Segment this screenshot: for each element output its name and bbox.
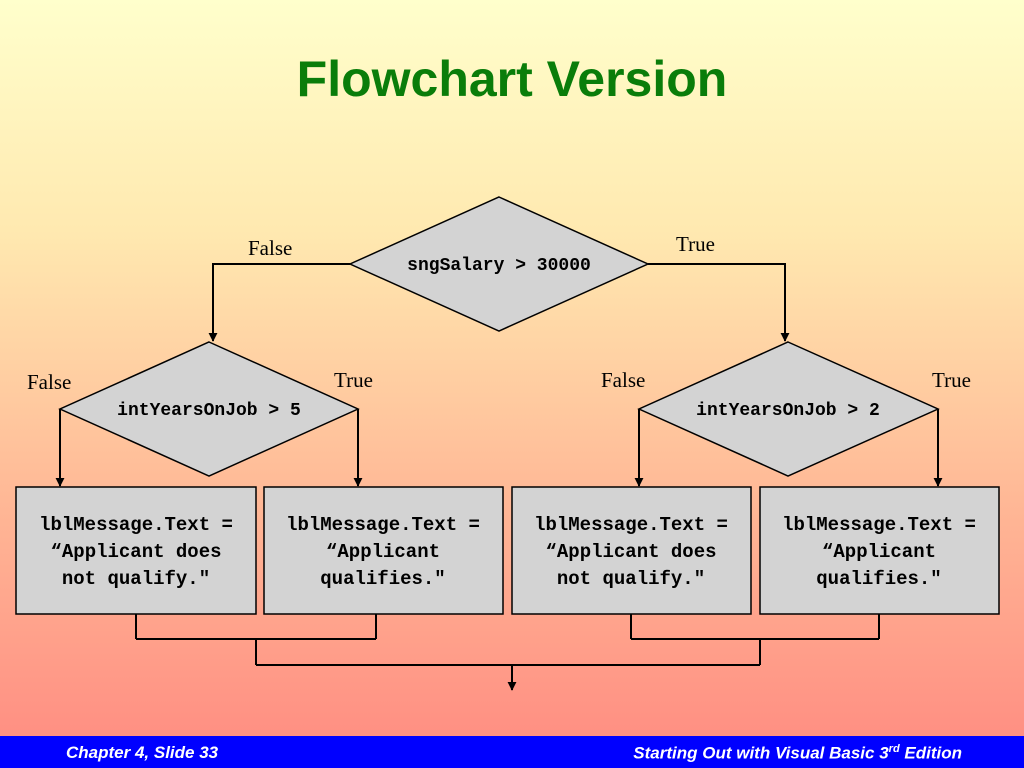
connectors: [55, 263, 943, 691]
decision-years-over-5: intYearsOnJob > 5: [58, 341, 360, 477]
decision-diamond: [637, 341, 940, 477]
footer-book-title-end: Edition: [899, 743, 962, 763]
process-line-2: “Applicant does: [50, 541, 221, 563]
label-d2-true: True: [932, 368, 971, 392]
decision-text: intYearsOnJob > 2: [696, 401, 880, 421]
process-p4: lblMessage.Text = “Applicant qualifies.": [759, 486, 1000, 615]
process-line-2: “Applicant: [326, 541, 440, 563]
process-p3: lblMessage.Text = “Applicant does not qu…: [511, 486, 752, 615]
decision-text: intYearsOnJob > 5: [117, 401, 301, 421]
decision-text: sngSalary > 30000: [407, 256, 591, 276]
footer-chapter-slide: Chapter 4, Slide 33: [66, 743, 219, 762]
footer-book-title-sup: rd: [888, 743, 900, 755]
process-line-2: “Applicant does: [545, 541, 716, 563]
process-line-1: lblMessage.Text =: [534, 514, 728, 536]
connector-d0-false: [208, 263, 350, 342]
footer-bar: Chapter 4, Slide 33 Starting Out with Vi…: [0, 736, 1024, 768]
process-p2: lblMessage.Text = “Applicant qualifies.": [263, 486, 504, 615]
process-line-1: lblMessage.Text =: [286, 514, 480, 536]
decision-years-over-2: intYearsOnJob > 2: [637, 341, 940, 477]
label-d2-false: False: [601, 368, 645, 392]
process-line-3: qualifies.": [816, 568, 941, 590]
process-line-1: lblMessage.Text =: [39, 514, 233, 536]
process-box: [15, 486, 257, 615]
decision-salary: sngSalary > 30000: [348, 196, 650, 332]
process-line-3: not qualify.": [62, 568, 210, 590]
label-d1-false: False: [27, 370, 71, 394]
process-box: [511, 486, 752, 615]
process-line-1: lblMessage.Text =: [782, 514, 976, 536]
footer-book-title-main: Starting Out with Visual Basic 3: [633, 743, 889, 763]
process-box: [759, 486, 1000, 615]
connector-d0-true: [648, 263, 790, 342]
decision-diamond: [348, 196, 650, 332]
branch-labels: False True False True False True: [27, 232, 971, 394]
process-line-3: qualifies.": [320, 568, 445, 590]
process-p1: lblMessage.Text = “Applicant does not qu…: [15, 486, 257, 615]
footer-book-title: Starting Out with Visual Basic 3rd Editi…: [633, 743, 962, 764]
label-d1-true: True: [334, 368, 373, 392]
flowchart-diagram: sngSalary > 30000 intYearsOnJob > 5 intY…: [15, 196, 1000, 691]
process-line-2: “Applicant: [822, 541, 936, 563]
process-line-3: not qualify.": [557, 568, 705, 590]
slide-title: Flowchart Version: [296, 51, 728, 107]
process-box: [263, 486, 504, 615]
label-d0-false: False: [248, 236, 292, 260]
decision-diamond: [58, 341, 360, 477]
label-d0-true: True: [676, 232, 715, 256]
